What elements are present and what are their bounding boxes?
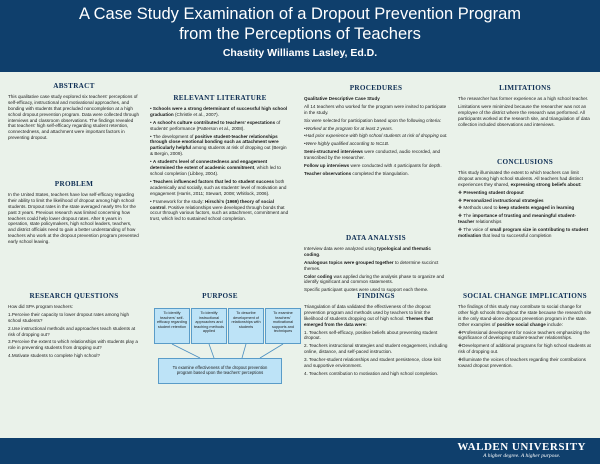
limitations-heading: LIMITATIONS (499, 84, 551, 92)
rq-item: 1.Perceive their capacity to lower dropo… (8, 311, 130, 323)
findings-item: 4. Teachers contribution to motivation a… (304, 370, 439, 376)
procedures-design: Qualitative Descriptive Case Study (304, 95, 380, 101)
findings-item: 3. Teacher-student relationships and stu… (304, 357, 441, 369)
purpose-heading: PURPOSE (202, 292, 238, 300)
purpose-arrows (171, 343, 284, 359)
conclusions-item: ❖ Methods used to keep students engaged … (458, 205, 575, 211)
procedures-semi: Semi-structured interviews were conducte… (304, 149, 441, 161)
data-analysis-p3: Color coding was applied during the anal… (304, 273, 445, 285)
data-analysis-section: DATA ANALYSIS Interview data were analyz… (304, 234, 448, 306)
procedures-selection: Six were selected for participation base… (304, 117, 442, 123)
literature-item: • Teachers influenced factors that led t… (150, 178, 287, 196)
poster-header: A Case Study Examination of a Dropout Pr… (0, 0, 600, 72)
social-heading: SOCIAL CHANGE IMPLICATIONS (463, 292, 587, 300)
findings-item: 1. Teachers self-efficacy, positive beli… (304, 329, 438, 341)
literature-item: • The development of positive student-te… (150, 133, 287, 157)
rq-intro: How did SPA program teachers: (8, 303, 74, 309)
title-line-1: A Case Study Examination of a Dropout Pr… (78, 5, 522, 23)
findings-section: FINDINGS Triangulation of data validated… (304, 292, 448, 432)
findings-item: 2. Teachers instructional strategies and… (304, 343, 448, 355)
abstract-heading: ABSTRACT (53, 82, 95, 90)
author-name: Chastity Williams Lasley, Ed.D. (222, 47, 378, 59)
abstract-section: ABSTRACT This qualitative case study exp… (8, 82, 140, 200)
poster-footer: WALDEN UNIVERSITY A higher degree. A hig… (0, 438, 600, 464)
findings-heading: FINDINGS (357, 292, 395, 300)
findings-intro: Triangulation of data validated the effe… (304, 303, 433, 327)
rq-item: 4.Motivate students to complete high sch… (8, 353, 100, 359)
literature-item: • A school's culture contributed to teac… (150, 119, 281, 131)
data-analysis-p4: Specific participant quotes were used to… (304, 287, 429, 293)
poster-title: A Case Study Examination of a Dropout Pr… (0, 0, 600, 44)
procedures-section: PROCEDURES Qualitative Descriptive Case … (304, 84, 448, 222)
purpose-box-instruction: To identify instructional approaches and… (191, 308, 227, 344)
data-analysis-p2: Analogous topics were grouped together t… (304, 259, 439, 271)
social-item: ❖Development of additional programs for … (458, 343, 591, 355)
literature-heading: RELEVANT LITERATURE (173, 94, 267, 102)
conclusions-section: CONCLUSIONS This study illuminated the e… (458, 158, 592, 292)
conclusions-heading: CONCLUSIONS (496, 158, 554, 166)
criteria-item: •Had prior experience with high school s… (304, 133, 448, 139)
literature-item: • A student's level of connectedness and… (150, 159, 281, 176)
limitations-section: LIMITATIONS The researcher has former ex… (458, 84, 592, 162)
problem-text: In the United States, teachers have low … (8, 191, 139, 245)
conclusions-item: ❖ The voice of small program size in con… (458, 227, 589, 239)
rq-item: 3.Perceive the extent to which relations… (8, 339, 138, 351)
rq-heading: RESEARCH QUESTIONS (29, 292, 119, 300)
literature-item: • Framework for the study: Hirschi's (19… (150, 198, 289, 222)
rq-item: 2.Use instructional methods and approach… (8, 325, 136, 337)
abstract-text: This qualitative case study explored six… (8, 93, 139, 141)
purpose-box-motivation: To examine teachers' motivational suppor… (265, 308, 301, 344)
conclusions-item: ❖ Preventing student dropout (458, 189, 524, 195)
data-analysis-p1: Interview data were analyzed using typol… (304, 245, 431, 257)
social-change-section: SOCIAL CHANGE IMPLICATIONS The findings … (458, 292, 592, 402)
logo-name: WALDEN UNIVERSITY (457, 441, 586, 453)
literature-section: RELEVANT LITERATURE • Schools were a str… (150, 94, 290, 292)
logo-tagline: A higher degree. A higher purpose. (483, 453, 561, 459)
purpose-box-effectiveness: To examine effectiveness of the dropout … (158, 358, 282, 384)
literature-item: • Schools were a strong determinant of s… (150, 105, 288, 117)
purpose-box-relationships: To describe development of relationships… (228, 308, 264, 344)
purpose-heading-wrap: PURPOSE (150, 292, 290, 304)
criteria-item: •Were highly qualified according to NCLB… (304, 141, 390, 147)
problem-section: PROBLEM In the United States, teachers h… (8, 180, 140, 292)
procedures-heading: PROCEDURES (349, 84, 403, 92)
problem-heading: PROBLEM (54, 180, 94, 188)
conclusions-item: ❖ The importance of trusting and meaning… (458, 213, 576, 225)
conclusions-intro: This study illuminated the extent to whi… (458, 169, 583, 187)
title-line-2: from the Perceptions of Teachers (179, 25, 421, 43)
limitations-p1: The researcher has former experience as … (458, 95, 589, 101)
purpose-box-self-efficacy: To identify teachers' self-efficacy rega… (154, 308, 190, 344)
procedures-invite: All 14 teachers who worked for the progr… (304, 103, 447, 115)
social-item: ❖Professional development for novice tea… (458, 329, 590, 341)
social-intro: The findings of this study may contribut… (458, 303, 592, 327)
walden-logo: WALDEN UNIVERSITY A higher degree. A hig… (457, 441, 586, 459)
research-questions-section: RESEARCH QUESTIONS How did SPA program t… (8, 292, 140, 392)
social-item: ❖Illuminate the voices of teachers regar… (458, 357, 586, 369)
criteria-item: •Worked at the program for at least 2 ye… (304, 125, 393, 131)
limitations-p2: Limitations were minimized because the r… (458, 103, 590, 127)
conclusions-item: ❖ Personalized instructional strategies (458, 197, 544, 203)
data-analysis-heading: DATA ANALYSIS (346, 234, 406, 242)
procedures-observations: Teacher observations completed the trian… (304, 170, 409, 176)
procedures-follow: Follow up interviews were conducted with… (304, 163, 442, 169)
